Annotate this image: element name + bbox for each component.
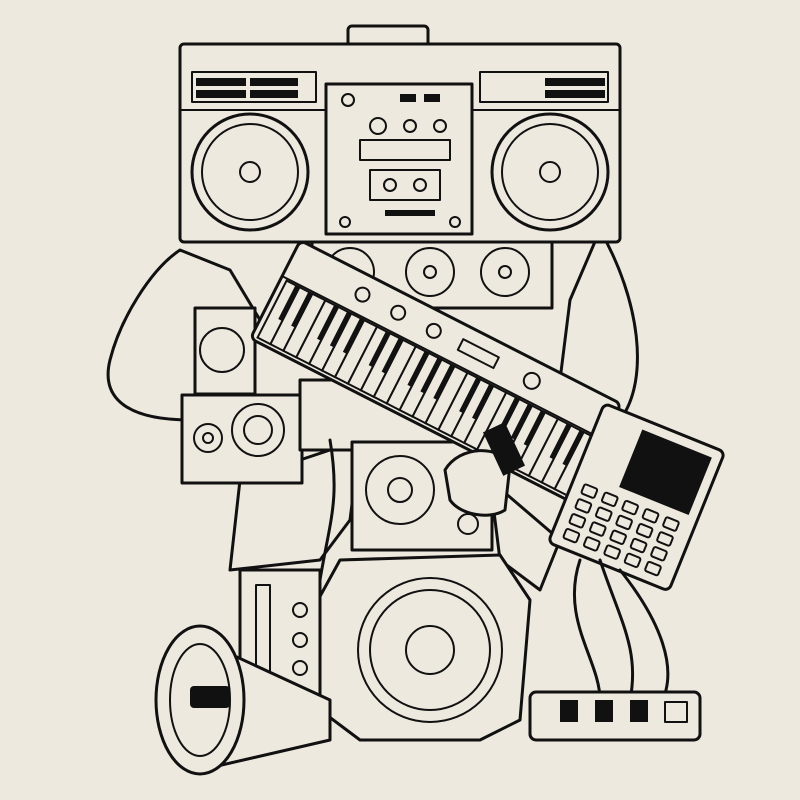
drum-pad <box>644 560 662 577</box>
drum-pad <box>635 523 654 539</box>
drum-pad <box>623 552 642 569</box>
monitor-speaker <box>180 393 304 485</box>
drum-pad <box>650 546 668 562</box>
cassette-deck <box>369 169 441 201</box>
subwoofer <box>316 553 532 742</box>
drum-pad <box>595 506 613 522</box>
drum-pad <box>568 513 587 529</box>
keytar <box>250 241 621 502</box>
drum-pad <box>574 498 593 514</box>
drum-pad <box>609 529 627 545</box>
megaphone <box>154 624 332 776</box>
drum-pad <box>662 516 680 532</box>
right-display <box>479 71 609 103</box>
hand <box>443 449 512 517</box>
drum-machine <box>548 403 725 591</box>
drum-pad <box>580 483 599 499</box>
drum-pad <box>583 536 601 552</box>
right-leg <box>488 478 562 592</box>
drum-pad <box>562 527 581 544</box>
drum-pad <box>641 508 660 524</box>
drum-pads <box>562 483 680 577</box>
drum-pad <box>603 544 621 560</box>
drum-pad <box>589 521 607 537</box>
boombox-head <box>178 24 622 244</box>
drum-pad <box>615 514 633 531</box>
drum-pad <box>656 531 674 547</box>
drum-pad <box>629 537 648 554</box>
right-boombox-speaker <box>490 112 610 232</box>
drum-pad <box>601 491 619 508</box>
drum-pad <box>621 499 639 516</box>
left-speakers <box>180 306 304 485</box>
power-strip <box>528 690 702 742</box>
left-display <box>191 71 317 103</box>
left-boombox-speaker <box>190 112 310 232</box>
cables <box>318 438 670 707</box>
